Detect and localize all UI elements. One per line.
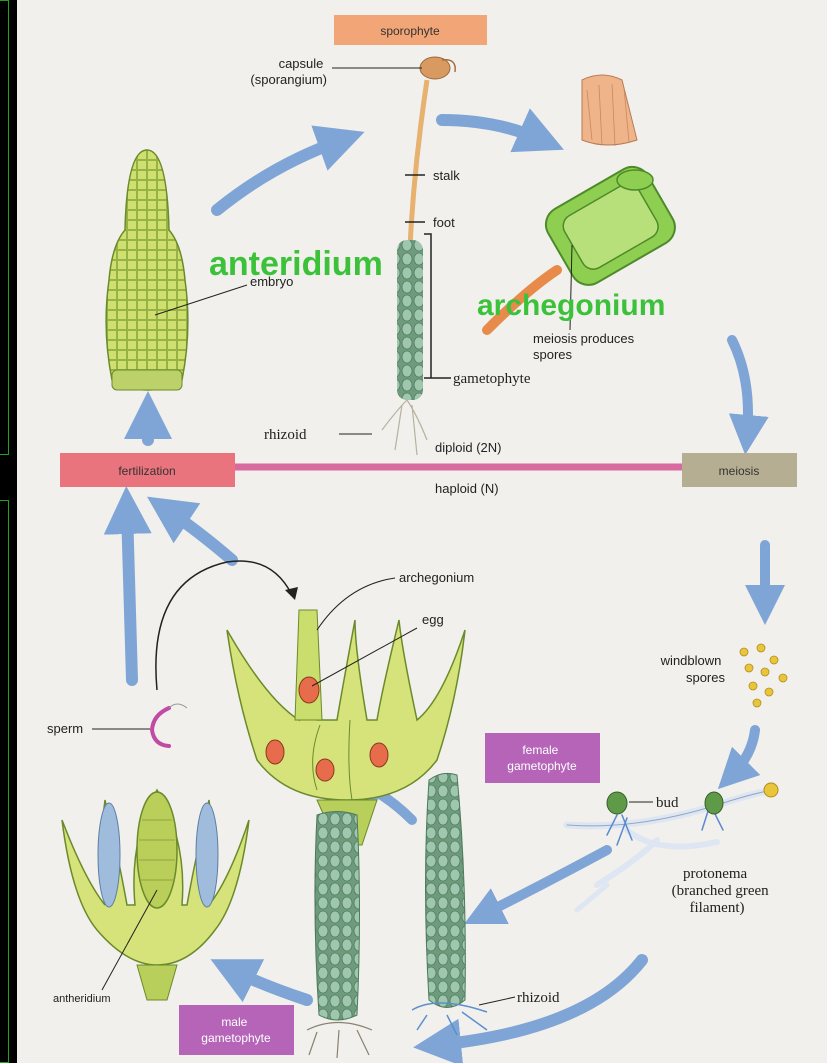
arrow-spores-to-protonema xyxy=(732,730,755,775)
anteridium-overlay-label: anteridium xyxy=(209,245,383,283)
meiosis-produces-label: meiosis produces spores xyxy=(533,331,638,362)
moss-life-cycle-diagram: sporophyte capsule (sporangium) stalk fo… xyxy=(17,0,827,1063)
arrow-male-to-antheridium xyxy=(232,970,307,1000)
spores-drawing xyxy=(740,644,787,707)
arrow-archegonium-to-fertilization xyxy=(167,510,232,560)
diagram-svg: sporophyte capsule (sporangium) stalk fo… xyxy=(17,0,827,1063)
archegonium-overlay-label: archegonium xyxy=(477,289,665,322)
gametophyte-top-label: gametophyte xyxy=(453,371,531,387)
bud-left xyxy=(607,792,627,814)
bud-right xyxy=(705,792,723,814)
fertilization-label: fertilization xyxy=(118,464,175,478)
diploid-label: diploid (2N) xyxy=(435,440,501,455)
embryo-drawing xyxy=(106,150,188,390)
stalk-label: stalk xyxy=(433,168,460,183)
sperm-drawing xyxy=(152,708,169,746)
antheridia-cup-drawing xyxy=(62,790,249,1000)
gametophyte-bracket xyxy=(424,234,451,378)
female-gametophyte-box xyxy=(485,733,600,783)
arrow-embryo-to-sporophyte xyxy=(217,140,342,210)
left-frame-bottom xyxy=(0,500,9,1063)
bud-label: bud xyxy=(656,795,679,811)
arrow-sporophyte-to-capsule xyxy=(442,120,542,140)
meiosis-label: meiosis xyxy=(719,464,760,478)
foot-label: foot xyxy=(433,215,455,230)
arrow-capsule-to-meiosis xyxy=(732,340,748,435)
male-gametophyte-plant xyxy=(307,812,372,1059)
haploid-label: haploid (N) xyxy=(435,481,499,496)
arrow-sperm-to-fertilization xyxy=(127,510,132,680)
rhizoid-bottom-label: rhizoid xyxy=(517,990,560,1006)
female-gametophyte-plant xyxy=(412,773,487,1035)
capsule-label: capsule (sporangium) xyxy=(250,56,327,87)
windblown-spores-label: windblown spores xyxy=(660,653,726,685)
protonema-label: protonema (branched green filament) xyxy=(672,866,773,916)
arrow-protonema-to-female xyxy=(482,850,607,915)
egg-label: egg xyxy=(422,612,444,627)
antheridium-small-label: antheridium xyxy=(53,993,110,1005)
sporophyte-label: sporophyte xyxy=(380,24,440,38)
archegonium-small-label: archegonium xyxy=(399,570,474,585)
left-frame-top xyxy=(0,0,9,455)
sperm-label: sperm xyxy=(47,721,83,736)
sperm-path-arrow xyxy=(156,561,292,690)
bud-tip xyxy=(764,783,778,797)
rhizoid-top-label: rhizoid xyxy=(264,427,307,443)
male-gametophyte-box xyxy=(179,1005,294,1055)
